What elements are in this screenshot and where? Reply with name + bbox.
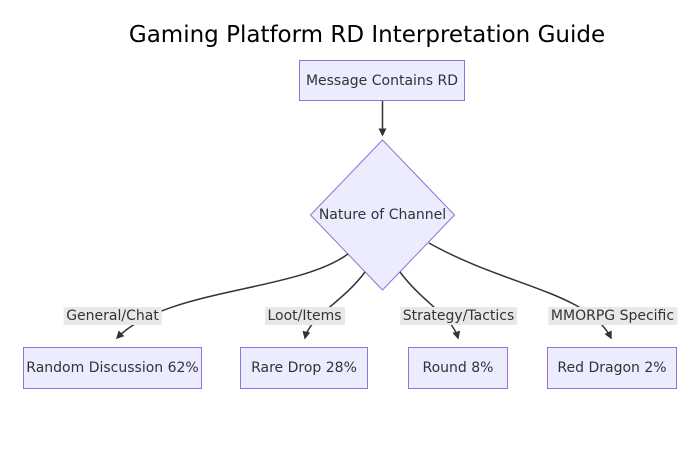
diagram-title: Gaming Platform RD Interpretation Guide [128,22,606,48]
node-random-discussion-label: Random Discussion 62% [26,360,199,376]
node-red-dragon-label: Red Dragon 2% [557,360,667,376]
node-rare-drop: Rare Drop 28% [240,347,368,389]
node-random-discussion: Random Discussion 62% [23,347,202,389]
edge-decision-to-loot-items [302,271,366,340]
node-round: Round 8% [408,347,508,389]
decision-diamond-shape [309,139,456,291]
edge-label-general-chat: General/Chat [63,307,162,325]
node-rare-drop-label: Rare Drop 28% [251,360,357,376]
node-message-contains-rd-label: Message Contains RD [305,72,459,89]
edge-label-loot-items: Loot/Items [264,307,345,325]
edge-label-strategy-tactics: Strategy/Tactics [399,307,518,325]
node-nature-of-channel-label: Nature of Channel [318,207,447,223]
edge-decision-to-strategy-tactics [399,271,461,340]
node-message-contains-rd: Message Contains RD [299,60,465,101]
edge-label-mmorpg-specific: MMORPG Specific [547,307,678,325]
edge-decision-to-general-chat [115,253,349,340]
node-red-dragon: Red Dragon 2% [547,347,677,389]
node-round-label: Round 8% [422,360,494,376]
